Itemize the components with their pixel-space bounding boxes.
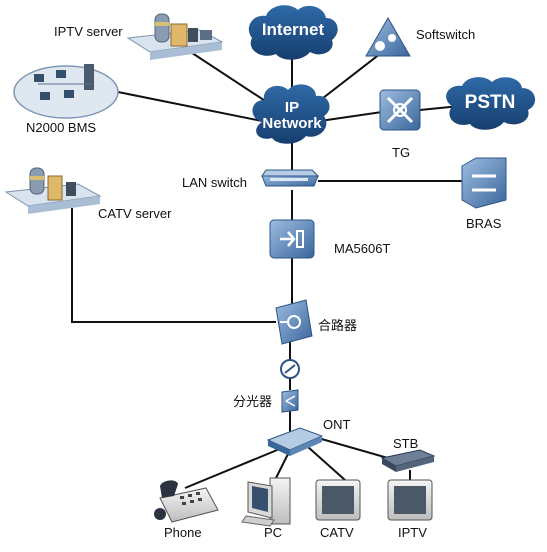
iptv-server-label: IPTV server: [54, 24, 123, 39]
combiner-icon: [275, 299, 313, 345]
catv-tv-icon: [315, 479, 361, 521]
iptv-tv-icon: [387, 479, 433, 521]
softswitch-icon: [365, 17, 411, 57]
lan-switch-label: LAN switch: [182, 175, 248, 190]
ont-label: ONT: [323, 417, 351, 432]
iptv-label: IPTV: [398, 525, 427, 540]
ip-network-label-line2: Network: [262, 115, 322, 132]
splitter-icon: [281, 389, 299, 413]
phone-label: Phone: [164, 525, 202, 540]
combiner-label: 合路器: [318, 318, 358, 333]
ip-network-cloud: [252, 84, 330, 144]
link-ont-phone: [184, 447, 283, 489]
bras-label: BRAS: [466, 216, 502, 231]
pstn-cloud: [446, 77, 536, 130]
tg-icon: [379, 89, 421, 131]
internet-label: Internet: [261, 20, 325, 39]
pstn-label: PSTN: [464, 92, 516, 113]
n2000-bms-icon: [13, 64, 119, 119]
link-ont-catv: [307, 446, 346, 481]
tg-label: TG: [392, 145, 411, 160]
connection-lines: [71, 40, 462, 489]
ip-network-label-line1: IP: [284, 99, 300, 116]
stb-label: STB: [393, 436, 419, 451]
ip-network-label: IP Network: [262, 100, 322, 132]
ma5606t-icon: [269, 219, 315, 259]
internet-cloud: [248, 5, 338, 60]
link-bms-ipnet: [117, 91, 263, 122]
pc-label: PC: [264, 525, 283, 540]
n2000-bms-label: N2000 BMS: [26, 120, 97, 135]
link-ont-stb: [317, 437, 396, 461]
pc-icon: [241, 477, 291, 527]
catv-label: CATV: [320, 525, 354, 540]
phone-icon: [154, 480, 219, 523]
ma5606t-label: MA5606T: [334, 241, 391, 256]
bras-icon: [461, 157, 507, 209]
catv-server-label: CATV server: [98, 206, 172, 221]
ont-icon: [266, 427, 324, 456]
splitter-label: 分光器: [233, 394, 273, 409]
softswitch-label: Softswitch: [416, 27, 476, 42]
lan-switch-icon: [261, 169, 320, 187]
link-catv-combiner: [71, 208, 276, 323]
catv-server-icon: [4, 167, 102, 214]
link-ipnet-tg: [319, 111, 383, 122]
stb-icon: [380, 449, 436, 472]
amplifier-icon: [280, 359, 300, 379]
iptv-server-icon: [126, 13, 224, 60]
